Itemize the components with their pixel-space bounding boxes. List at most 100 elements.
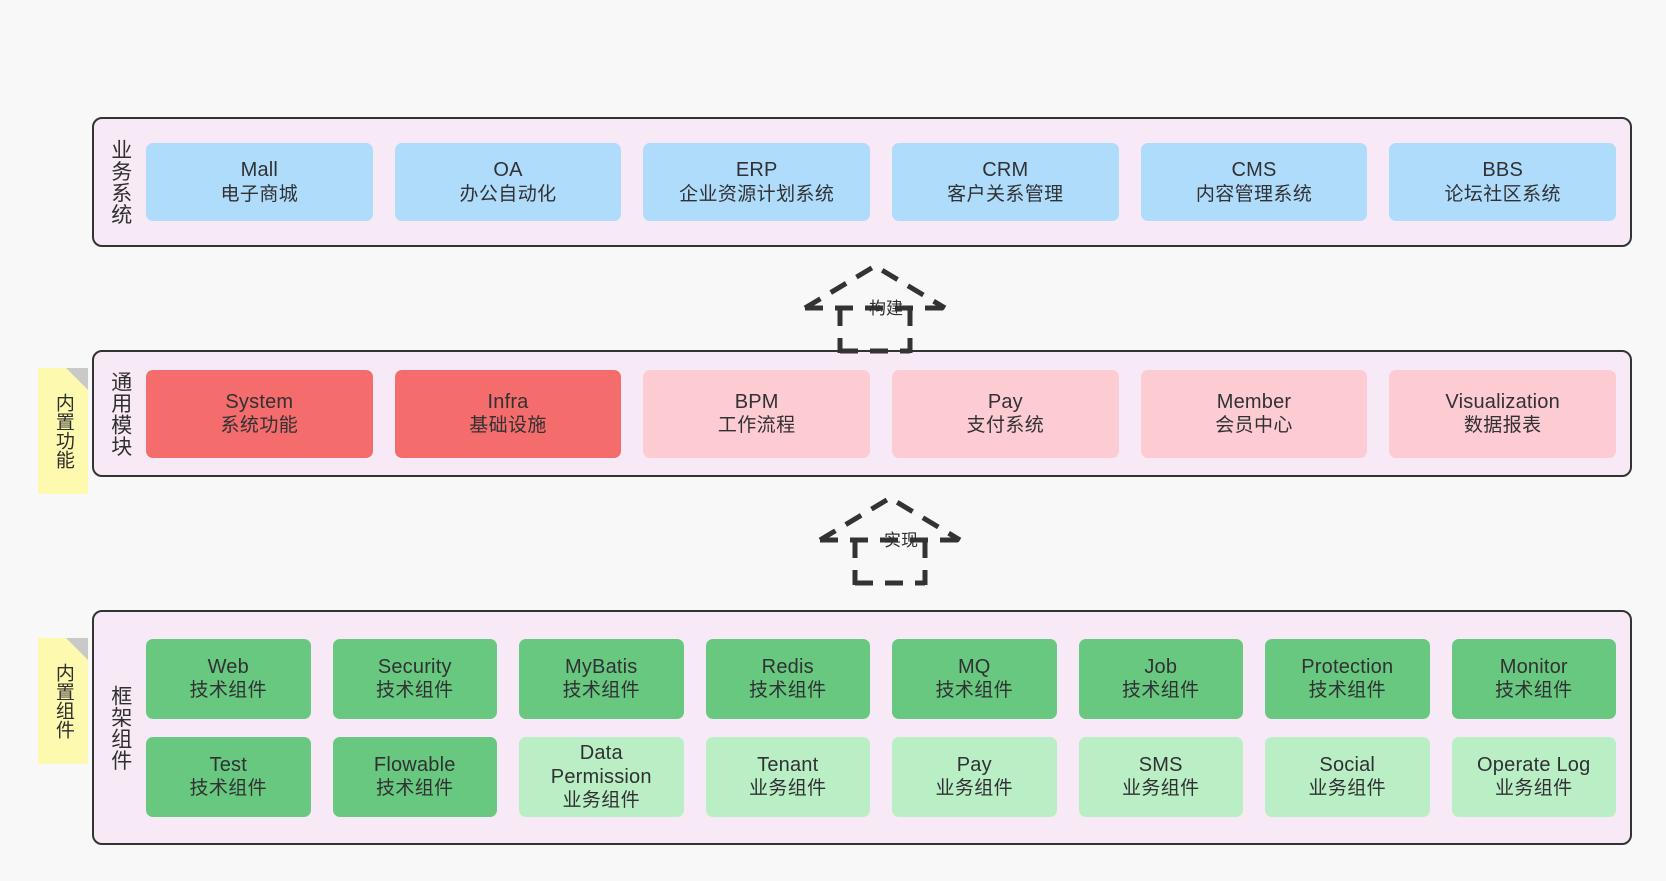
- card-infra-en: Infra: [487, 390, 529, 413]
- card-job-cn: 技术组件: [1121, 680, 1200, 702]
- card-system-en: System: [225, 390, 294, 413]
- arrow-build: 构建: [795, 258, 955, 354]
- note-built-in-components-label: 内置组件: [52, 663, 74, 739]
- card-redis[interactable]: Redis 技术组件: [705, 638, 870, 719]
- card-infra-cn: 基础设施: [469, 415, 547, 437]
- card-monitor[interactable]: Monitor 技术组件: [1451, 638, 1616, 719]
- card-mall-en: Mall: [240, 159, 279, 182]
- card-tenant-cn: 业务组件: [748, 778, 827, 800]
- card-member-cn: 会员中心: [1215, 415, 1293, 437]
- note-fold-icon: [66, 368, 88, 390]
- card-mq-cn: 技术组件: [935, 680, 1014, 702]
- card-pay-component[interactable]: Pay 业务组件: [892, 736, 1057, 817]
- layer-common-modules: 通用模块 System 系统功能 Infra 基础设施 BPM 工作流程 Pay…: [92, 350, 1632, 477]
- card-bpm-en: BPM: [734, 390, 779, 413]
- card-visualization[interactable]: Visualization 数据报表: [1389, 369, 1617, 458]
- card-mybatis[interactable]: MyBatis 技术组件: [519, 638, 684, 719]
- card-flowable-en: Flowable: [373, 753, 456, 776]
- card-flowable[interactable]: Flowable 技术组件: [332, 736, 497, 817]
- card-member[interactable]: Member 会员中心: [1140, 369, 1368, 458]
- card-data-permission-en: Data Permission: [550, 741, 652, 788]
- card-protection-cn: 技术组件: [1308, 680, 1387, 702]
- card-tenant[interactable]: Tenant 业务组件: [705, 736, 870, 817]
- card-pay-component-en: Pay: [956, 753, 992, 776]
- card-infra[interactable]: Infra 基础设施: [394, 369, 622, 458]
- card-sms-en: SMS: [1138, 753, 1183, 776]
- layer-business-body: Mall 电子商城 OA 办公自动化 ERP 企业资源计划系统 CRM 客户关系…: [146, 119, 1630, 245]
- card-data-permission-cn: 业务组件: [562, 790, 641, 812]
- card-job[interactable]: Job 技术组件: [1078, 638, 1243, 719]
- card-web[interactable]: Web 技术组件: [146, 638, 311, 719]
- card-test-cn: 技术组件: [189, 778, 268, 800]
- card-test[interactable]: Test 技术组件: [146, 736, 311, 817]
- card-sms-cn: 业务组件: [1121, 778, 1200, 800]
- card-redis-cn: 技术组件: [748, 680, 827, 702]
- card-bbs-cn: 论坛社区系统: [1444, 183, 1561, 205]
- layer-framework-components: 框架组件 Web 技术组件 Security 技术组件 MyBatis 技术组件…: [92, 610, 1632, 845]
- layer-modules-title: 通用模块: [108, 370, 132, 457]
- card-flowable-cn: 技术组件: [375, 778, 454, 800]
- card-bpm[interactable]: BPM 工作流程: [643, 369, 871, 458]
- card-monitor-cn: 技术组件: [1494, 680, 1573, 702]
- arrow-build-head: [803, 263, 947, 311]
- card-pay-module[interactable]: Pay 支付系统: [892, 369, 1119, 458]
- arrow-implement-label: 实现: [884, 531, 918, 550]
- note-built-in-components: 内置组件: [38, 638, 88, 764]
- arrow-build-label: 构建: [869, 299, 903, 318]
- card-operate-log[interactable]: Operate Log 业务组件: [1451, 736, 1616, 817]
- card-bpm-cn: 工作流程: [717, 415, 796, 437]
- card-security[interactable]: Security 技术组件: [332, 638, 497, 719]
- card-social-cn: 业务组件: [1308, 778, 1387, 800]
- card-mybatis-en: MyBatis: [564, 655, 638, 678]
- layer-modules-body: System 系统功能 Infra 基础设施 BPM 工作流程 Pay 支付系统…: [146, 352, 1630, 475]
- card-cms-cn: 内容管理系统: [1195, 183, 1313, 205]
- card-pay-module-en: Pay: [987, 390, 1023, 413]
- card-crm-en: CRM: [982, 159, 1029, 182]
- card-web-cn: 技术组件: [189, 680, 268, 702]
- card-cms-en: CMS: [1231, 159, 1277, 182]
- card-member-en: Member: [1216, 390, 1292, 413]
- framework-card-row-1: Web 技术组件 Security 技术组件 MyBatis 技术组件 Redi…: [146, 638, 1616, 719]
- card-protection-en: Protection: [1301, 655, 1394, 678]
- card-test-en: Test: [209, 753, 247, 776]
- card-erp-cn: 企业资源计划系统: [679, 183, 835, 205]
- arrow-implement-head: [818, 495, 962, 543]
- card-social[interactable]: Social 业务组件: [1265, 736, 1430, 817]
- note-built-in-features-label: 内置功能: [52, 393, 74, 469]
- card-pay-module-cn: 支付系统: [966, 415, 1045, 437]
- card-mq-en: MQ: [957, 655, 991, 678]
- card-cms[interactable]: CMS 内容管理系统: [1140, 143, 1368, 221]
- card-mall[interactable]: Mall 电子商城: [146, 143, 373, 221]
- layer-business-systems: 业务系统 Mall 电子商城 OA 办公自动化 ERP 企业资源计划系统 CRM…: [92, 117, 1632, 247]
- card-oa-cn: 办公自动化: [459, 183, 557, 205]
- card-redis-en: Redis: [761, 655, 814, 678]
- card-visualization-cn: 数据报表: [1463, 415, 1542, 437]
- card-monitor-en: Monitor: [1499, 655, 1568, 678]
- card-data-permission[interactable]: Data Permission 业务组件: [519, 736, 684, 817]
- card-crm-cn: 客户关系管理: [947, 183, 1064, 205]
- layer-framework-body: Web 技术组件 Security 技术组件 MyBatis 技术组件 Redi…: [146, 612, 1630, 843]
- card-erp-en: ERP: [735, 159, 778, 182]
- card-erp[interactable]: ERP 企业资源计划系统: [643, 143, 871, 221]
- card-job-en: Job: [1144, 655, 1178, 678]
- card-mq[interactable]: MQ 技术组件: [892, 638, 1057, 719]
- card-security-en: Security: [377, 655, 452, 678]
- card-tenant-en: Tenant: [757, 753, 819, 776]
- card-pay-component-cn: 业务组件: [935, 778, 1014, 800]
- card-operate-log-cn: 业务组件: [1494, 778, 1573, 800]
- card-oa-en: OA: [493, 159, 523, 182]
- module-card-row: System 系统功能 Infra 基础设施 BPM 工作流程 Pay 支付系统…: [146, 369, 1617, 458]
- card-protection[interactable]: Protection 技术组件: [1265, 638, 1430, 719]
- card-crm[interactable]: CRM 客户关系管理: [892, 143, 1119, 221]
- card-bbs-en: BBS: [1482, 159, 1523, 182]
- card-web-en: Web: [207, 655, 249, 678]
- card-system[interactable]: System 系统功能: [146, 369, 373, 458]
- card-mall-cn: 电子商城: [220, 183, 299, 205]
- layer-business-title: 业务系统: [108, 139, 132, 225]
- card-security-cn: 技术组件: [375, 680, 454, 702]
- card-oa[interactable]: OA 办公自动化: [394, 143, 622, 221]
- card-bbs[interactable]: BBS 论坛社区系统: [1389, 143, 1617, 221]
- card-sms[interactable]: SMS 业务组件: [1078, 736, 1243, 817]
- note-fold-icon-2: [66, 638, 88, 660]
